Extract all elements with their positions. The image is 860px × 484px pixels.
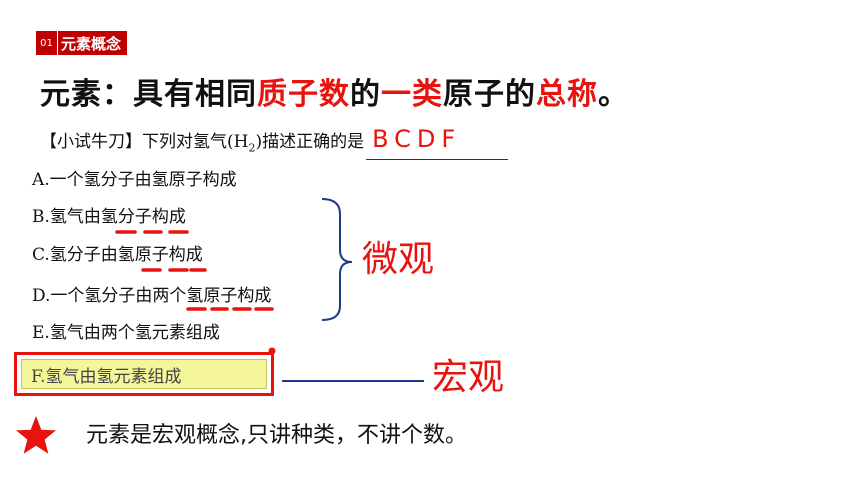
option-c: C.氢分子由氢原子构成 <box>32 245 203 265</box>
summary-text: 元素是宏观概念,只讲种类，不讲个数。 <box>86 423 467 448</box>
question-line: 【小试牛刀】下列对氢气(H2)描述正确的是 BCDF <box>40 127 509 161</box>
section-title: 元素概念 <box>57 31 128 55</box>
answer-blank: BCDF <box>366 127 509 161</box>
definition-key-class: 一类 <box>381 77 443 112</box>
micro-label: 微观 <box>362 239 435 280</box>
definition-part: 元素：具有相同 <box>40 77 257 112</box>
option-d: D.一个氢分子由两个氢原子构成 <box>32 286 272 306</box>
definition-line: 元素：具有相同质子数的一类原子的总称。 <box>40 72 629 118</box>
definition-part: 的 <box>350 77 381 112</box>
definition-part: 原子的 <box>443 77 536 112</box>
dash-underlines <box>115 230 274 311</box>
option-f: F.氢气由氢元素组成 <box>31 367 182 387</box>
question-text: 【小试牛刀】下列对氢气(H <box>40 132 249 152</box>
question-subscript: 2 <box>248 141 256 155</box>
option-e: E.氢气由两个氢元素组成 <box>32 323 220 343</box>
option-b: B.氢气由氢分子构成 <box>32 207 186 227</box>
macro-label: 宏观 <box>432 357 505 398</box>
definition-key-total: 总称 <box>536 77 598 112</box>
definition-part: 。 <box>598 77 629 112</box>
highlight-fill <box>21 359 267 389</box>
section-header: 01 元素概念 <box>36 31 128 55</box>
answer-text: BCDF <box>372 125 462 154</box>
bracket <box>321 198 353 321</box>
option-a: A.一个氢分子由氢原子构成 <box>32 170 237 190</box>
definition-key-protons: 质子数 <box>257 77 350 112</box>
question-text-end: )描述正确的是 <box>255 132 365 152</box>
option-f-highlight: F.氢气由氢元素组成 <box>14 352 274 396</box>
section-number: 01 <box>36 31 57 55</box>
star-icon <box>16 416 56 454</box>
